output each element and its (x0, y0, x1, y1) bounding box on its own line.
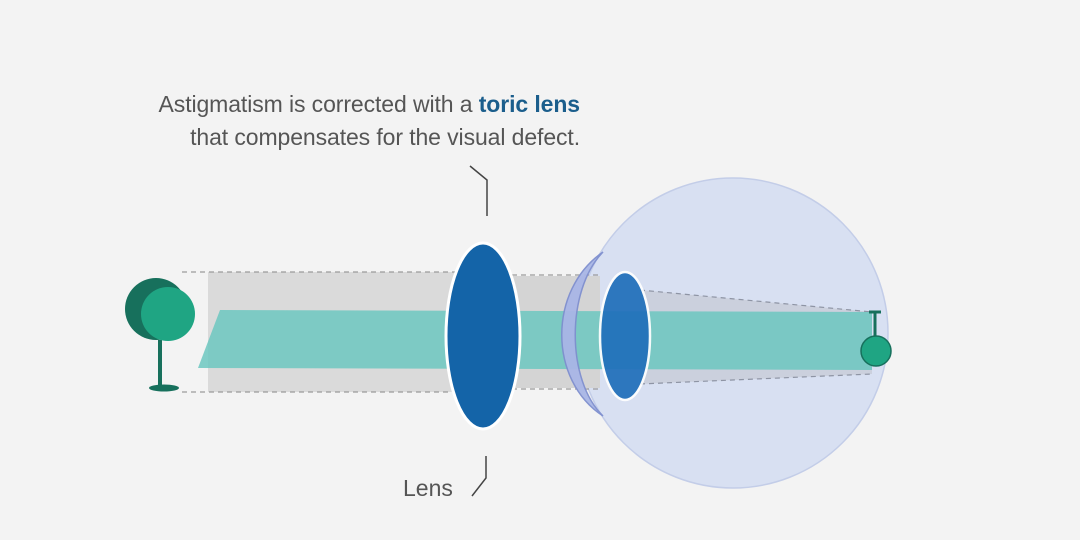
lens-leader-line (471, 456, 487, 497)
caption: Astigmatism is corrected with a toric le… (158, 88, 581, 154)
caption-leader-line (469, 165, 488, 216)
cone-bottom-edge (639, 373, 873, 385)
caption-line2: that compensates for the visual defect. (190, 124, 580, 150)
cornea (561, 251, 604, 417)
teal-light-beam (198, 310, 872, 370)
lens-label: Lens (403, 475, 453, 501)
eye-crystalline-lens (598, 270, 652, 402)
inverted-tree-icon (860, 310, 892, 367)
caption-prefix: Astigmatism is corrected with a (158, 91, 473, 117)
caption-highlight: toric lens (478, 91, 580, 117)
toric-lens (444, 241, 522, 431)
cone-top-edge (639, 289, 873, 313)
tree-icon (125, 278, 195, 392)
